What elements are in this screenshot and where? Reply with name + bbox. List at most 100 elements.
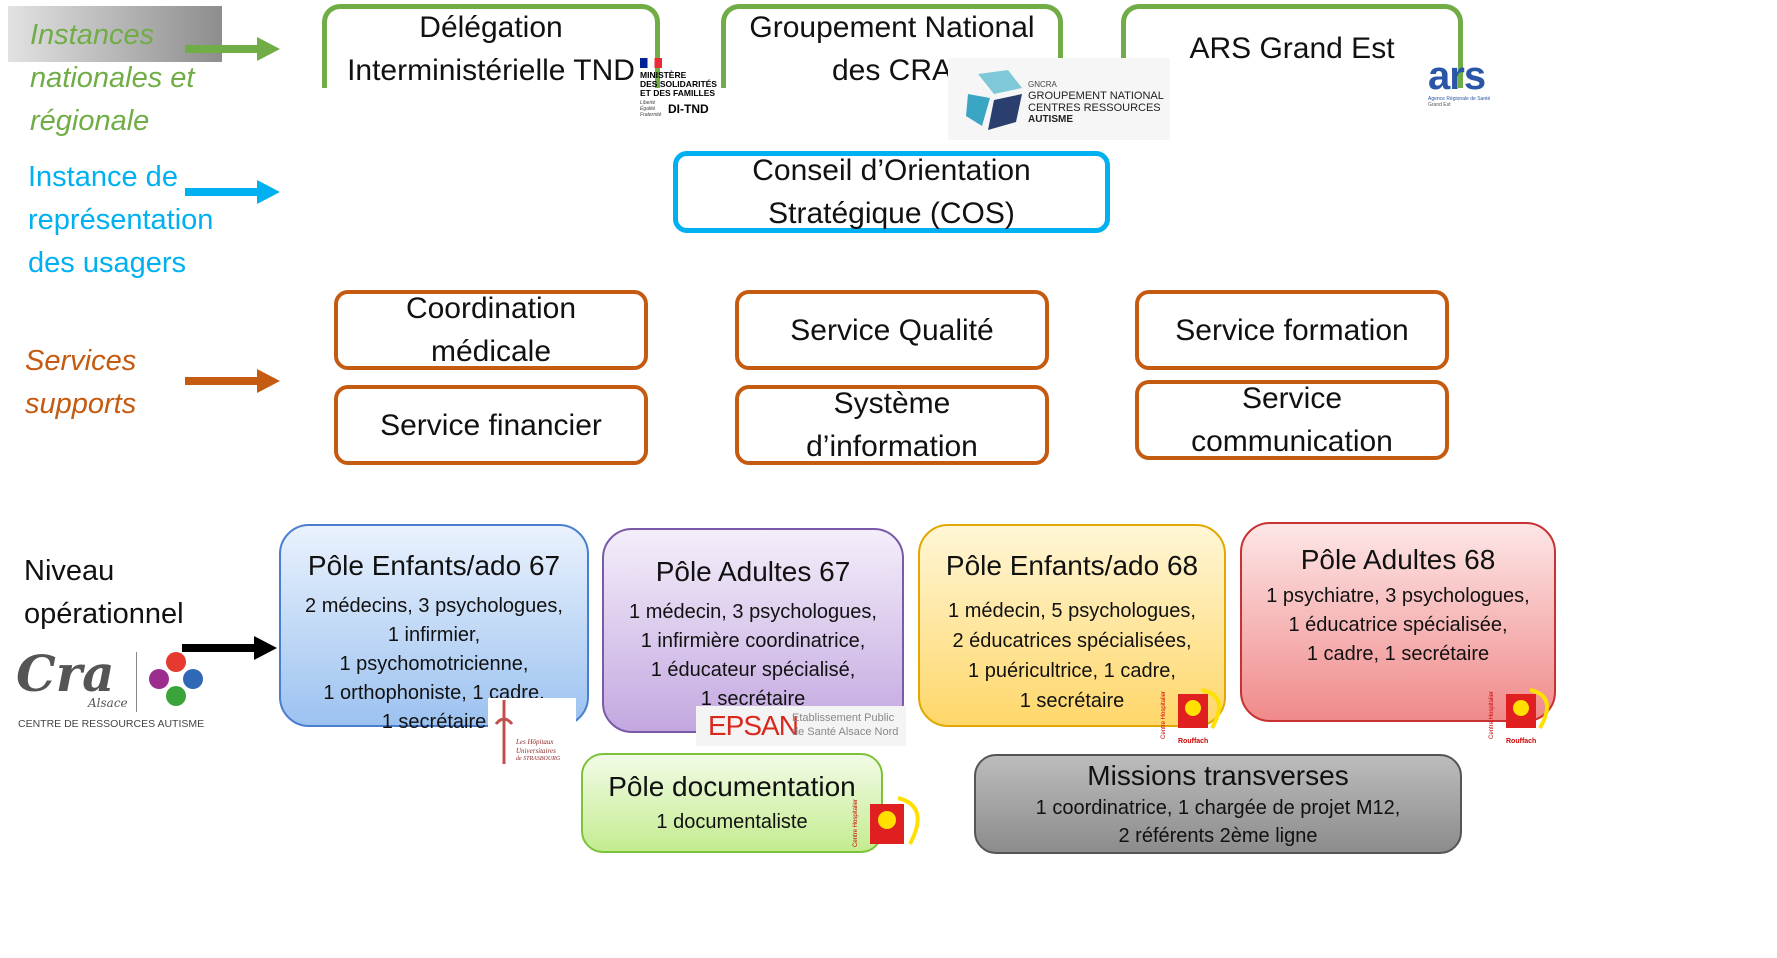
rouffach-name-1: Rouffach [1178,738,1209,745]
pole-enfants-67-title: Pôle Enfants/ado 67 [307,550,561,581]
rouffach-vertical-2: Centre Hospitalier [1489,690,1496,740]
ministere-motto: Liberté Égalité Fraternité [640,100,662,118]
box-groupement-cra-text: Groupement National des CRA [749,10,1035,87]
pole-adultes-67-title: Pôle Adultes 67 [655,556,851,587]
pole-enfants-68: Pôle Enfants/ado 68 1 médecin, 5 psychol… [918,524,1226,727]
rouffach-vertical-3: Centre Hospitalier [853,798,860,848]
row-label-national: Instances nationales et régionale [30,19,195,137]
pole-adultes-68-title: Pôle Adultes 68 [1300,544,1496,575]
gncra-logo: GNCRA GROUPEMENT NATIONAL CENTRES RESSOU… [948,58,1170,140]
epsan-logo: EPSAN Etablissement Public de Santé Alsa… [696,706,906,746]
pole-enfants-67-line2: 1 infirmier, [387,624,481,646]
pole-adultes-68: Pôle Adultes 68 1 psychiatre, 3 psycholo… [1240,522,1556,722]
arrow-supports [185,369,280,393]
cra-sub: Alsace [88,696,128,710]
pole-enfants-67-line3: 1 psychomotricienne, [339,653,529,675]
hus-line3: de STRASBOURG [516,756,561,762]
ministere-logo: MINISTÈRE DES SOLIDARITÉS ET DES FAMILLE… [640,58,736,124]
missions-transverses-line2: 2 référents 2ème ligne [1118,825,1318,847]
flag-icon [640,58,662,68]
box-coordination-medicale-text: Coordination médicale [405,292,577,368]
pole-adultes-68-line3: 1 cadre, 1 secrétaire [1306,643,1490,665]
hus-line1: Les Hôpitaux [516,738,554,746]
box-delegation-tnd: Délégation Interministérielle TND [322,4,660,88]
pole-adultes-67-line4: 1 secrétaire [700,688,806,710]
rouffach-mark-icon [870,796,920,845]
box-service-communication-text: Service communication [1191,382,1393,458]
ars-line2: Grand Est [1428,102,1451,108]
rouffach-name-2: Rouffach [1506,738,1537,745]
ars-line1: Agence Régionale de Santé [1428,96,1491,102]
box-service-qualite-text: Service Qualité [790,313,994,347]
box-groupement-cra: Groupement National des CRA [721,4,1063,88]
missions-transverses-title: Missions transverses [1087,760,1349,791]
box-service-financier-text: Service financier [380,408,602,442]
box-systeme-information-text: Système d’information [806,387,978,463]
box-cos: Conseil d’Orientation Stratégique (COS) [673,151,1110,233]
box-cos-text: Conseil d’Orientation Stratégique (COS) [752,154,1031,230]
pole-enfants-68-line3: 1 puéricultrice, 1 cadre, [968,660,1176,682]
arrow-operationnel [182,636,277,660]
hus-logo: Les Hôpitaux Universitaires de STRASBOUR… [488,698,576,768]
box-service-communication: Service communication [1135,380,1449,460]
gncra-line4: AUTISME [1028,114,1073,125]
epsan-line2: de Santé Alsace Nord [792,726,899,738]
arrow-national [185,37,280,61]
pole-adultes-68-line2: 1 éducatrice spécialisée, [1288,614,1508,636]
box-coordination-medicale: Coordination médicale [334,290,648,370]
pole-adultes-68-line1: 1 psychiatre, 3 psychologues, [1266,585,1530,607]
pole-adultes-67-line2: 1 infirmière coordinatrice, [640,630,866,652]
box-service-qualite: Service Qualité [735,290,1049,370]
row-label-operationnel: Niveau opérationnel [24,555,184,630]
gncra-line1: GNCRA [1028,80,1057,89]
rouffach-mark-icon [1178,688,1222,729]
box-delegation-tnd-text: Délégation Interministérielle TND [347,10,635,87]
box-service-formation-text: Service formation [1175,313,1409,347]
gncra-line3: CENTRES RESSOURCES [1028,102,1161,114]
cra-dots-icon [149,652,203,706]
box-systeme-information: Système d’information [735,385,1049,465]
cra-logo: Cra Alsace CENTRE DE RESSOURCES AUTISME [14,646,204,732]
gncra-mark-icon [966,70,1022,130]
pole-adultes-67-line3: 1 éducateur spécialisé, [650,659,856,681]
rouffach-logo-documentation: Centre Hospitalier [853,794,926,854]
rouffach-logo-adultes68: Centre Hospitalier Rouffach [1489,686,1556,750]
epsan-line1: Etablissement Public [792,712,895,724]
cra-divider [136,652,137,712]
ars-logo: ars Agence Régionale de Santé Grand Est [1428,56,1512,112]
gncra-line2: GROUPEMENT NATIONAL [1028,90,1164,102]
hus-line2: Universitaires [516,747,556,755]
pole-enfants-68-title: Pôle Enfants/ado 68 [945,550,1199,581]
pole-documentation: Pôle documentation 1 documentaliste [581,753,883,853]
box-service-formation: Service formation [1135,290,1449,370]
rouffach-logo-enfants68: Centre Hospitalier Rouffach [1161,686,1228,750]
cra-caption: CENTRE DE RESSOURCES AUTISME [18,718,205,730]
ministere-line3: ET DES FAMILLES [640,88,716,98]
ministere-name: DI-TND [668,102,709,116]
pole-documentation-title: Pôle documentation [608,771,856,802]
missions-transverses-line1: 1 coordinatrice, 1 chargée de projet M12… [1035,797,1401,819]
pole-enfants-68-line1: 1 médecin, 5 psychologues, [948,600,1196,622]
ministere-line1: MINISTÈRE [640,70,687,80]
pole-enfants-68-line4: 1 secrétaire [1019,690,1125,712]
pole-enfants-67-line5: 1 secrétaire [381,711,487,733]
row-label-supports: Services supports [25,345,137,420]
cra-mark: Cra [16,644,115,703]
box-ars-grand-est: ARS Grand Est [1121,4,1463,88]
ministere-line2: DES SOLIDARITÉS [640,79,717,89]
row-label-usagers: Instance de représentation des usagers [28,161,214,279]
rouffach-mark-icon [1506,688,1550,729]
box-service-financier: Service financier [334,385,648,465]
arrow-usagers [185,180,280,204]
ars-mark: ars [1428,54,1486,98]
box-ars-grand-est-text: ARS Grand Est [1189,32,1395,65]
pole-enfants-67-line1: 2 médecins, 3 psychologues, [305,595,563,617]
pole-enfants-67: Pôle Enfants/ado 67 2 médecins, 3 psycho… [279,524,589,733]
missions-transverses: Missions transverses 1 coordinatrice, 1 … [974,754,1462,854]
pole-documentation-line1: 1 documentaliste [656,811,808,833]
hus-mark-icon [494,700,514,764]
pole-adultes-67-line1: 1 médecin, 3 psychologues, [629,601,877,623]
epsan-mark: EPSAN [708,710,799,741]
pole-adultes-67: Pôle Adultes 67 1 médecin, 3 psychologue… [602,528,904,733]
pole-enfants-68-line2: 2 éducatrices spécialisées, [952,630,1192,652]
